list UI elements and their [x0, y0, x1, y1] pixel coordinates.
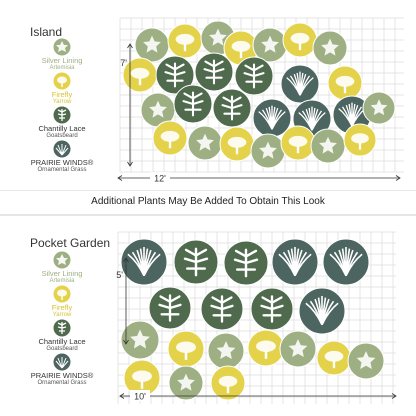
yarrow-plant: [152, 120, 188, 156]
goatsbeard-plant: [212, 88, 252, 128]
pocket-garden-title: Pocket Garden: [30, 236, 111, 250]
yarrow-plant: [167, 23, 203, 59]
legend-name-goatsbeard: Chantilly Lace: [38, 124, 86, 133]
artemisia-plant: [120, 320, 160, 360]
yarrow-icon: [53, 72, 71, 90]
yarrow-plant: [167, 330, 205, 368]
artemisia-icon: [53, 38, 71, 56]
yarrow-icon: [53, 285, 71, 303]
legend-item-artemisia: Silver Lining Artemisia: [8, 251, 116, 285]
artemisia-plant: [312, 30, 348, 66]
yarrow-plant: [223, 30, 259, 66]
artemisia-plant: [207, 332, 245, 370]
goatsbeard-plant: [223, 240, 269, 286]
pocket-garden-panel: 5' 10' Pocket Garden Silver Lining Artemi…: [0, 218, 416, 416]
legend-item-yarrow: Firefly Yarrow: [8, 285, 116, 319]
legend-name-yarrow: Firefly: [51, 90, 73, 99]
artemisia-icon: [53, 251, 71, 269]
island-planting-plan: 7' 12': [117, 17, 404, 184]
dimension-arrows: 5' 10': [116, 257, 397, 402]
legend-sub-goatsbeard: Goatsbeard: [46, 346, 78, 352]
yarrow-plant: [327, 65, 363, 101]
goatsbeard-plant: [155, 55, 195, 95]
grass-icon: [53, 140, 71, 158]
legend-name-artemisia: Silver Lining: [41, 56, 83, 65]
grass-plant: [322, 238, 370, 286]
grass-plant: [280, 64, 320, 104]
legend-item-yarrow: Firefly Yarrow: [8, 72, 116, 106]
island-panel: 7' 12' Island Silver Lining Artemisia Fir…: [0, 0, 416, 190]
width-dimension-label: 12': [154, 174, 166, 184]
grass-plant: [252, 98, 292, 138]
artemisia-plant: [250, 133, 286, 169]
height-dimension-label: 7': [120, 58, 127, 68]
artemisia-plant: [347, 342, 385, 380]
goatsbeard-plant: [173, 239, 219, 285]
artemisia-plant: [187, 125, 223, 161]
plant-circles: [120, 238, 385, 401]
yarrow-plant: [343, 123, 377, 157]
legend-sub-artemisia: Artemisia: [49, 65, 75, 71]
island-title: Island: [30, 25, 63, 39]
goatsbeard-plant: [194, 52, 234, 92]
artemisia-plant: [279, 330, 317, 368]
artemisia-plant: [362, 91, 396, 125]
legend-sub-grass: Ornamental Grass: [37, 167, 87, 173]
goatsbeard-plant: [234, 56, 274, 96]
grass-icon: [53, 353, 71, 371]
legend-item-goatsbeard: Chantilly Lace Goatsbeard: [8, 319, 116, 353]
legend-item-goatsbeard: Chantilly Lace Goatsbeard: [8, 106, 116, 140]
legend-sub-artemisia: Artemisia: [49, 278, 75, 284]
goatsbeard-plant: [148, 286, 192, 330]
artemisia-plant: [134, 27, 170, 63]
legend-sub-yarrow: Yarrow: [52, 312, 72, 318]
artemisia-plant: [310, 128, 346, 164]
yarrow-plant: [122, 57, 158, 93]
legend-name-yarrow: Firefly: [51, 303, 73, 312]
yarrow-plant: [316, 340, 352, 376]
legend-name-goatsbeard: Chantilly Lace: [38, 337, 86, 346]
goatsbeard-plant: [200, 287, 244, 331]
height-dimension-label: 5': [116, 270, 123, 280]
goatsbeard-plant: [173, 84, 213, 124]
yarrow-plant: [247, 329, 285, 367]
section-divider-bottom: [0, 214, 416, 216]
legend-name-artemisia: Silver Lining: [41, 269, 83, 278]
goatsbeard-icon: [53, 319, 71, 337]
legend-item-grass: PRAIRIE WINDS® Ornamental Grass: [8, 353, 116, 387]
grass-plant: [298, 287, 346, 335]
legend-name-grass: PRAIRIE WINDS®: [30, 371, 94, 380]
yarrow-plant: [210, 365, 246, 401]
legend-sub-yarrow: Yarrow: [52, 99, 72, 105]
yarrow-plant: [282, 22, 318, 58]
yarrow-plant: [219, 126, 255, 162]
dimension-arrows: 7' 12': [117, 43, 401, 184]
pocket-garden-planting-plan: 5' 10': [116, 231, 397, 404]
artemisia-plant: [252, 27, 288, 63]
additional-plants-note: Additional Plants May Be Added To Obtain…: [91, 196, 325, 207]
width-dimension-label: 10': [134, 392, 146, 402]
legend-item-artemisia: Silver Lining Artemisia: [8, 38, 116, 72]
grass-plant: [120, 238, 168, 286]
goatsbeard-icon: [53, 106, 71, 124]
artemisia-plant: [168, 365, 204, 401]
legend-item-grass: PRAIRIE WINDS® Ornamental Grass: [8, 140, 116, 174]
yarrow-plant: [280, 125, 316, 161]
section-divider-top: [0, 189, 416, 191]
goatsbeard-plant: [250, 287, 294, 331]
grass-plant: [271, 238, 319, 286]
legend-name-grass: PRAIRIE WINDS®: [30, 158, 94, 167]
legend-sub-goatsbeard: Goatsbeard: [46, 133, 78, 139]
legend-sub-grass: Ornamental Grass: [37, 380, 87, 386]
plant-circles: [122, 20, 396, 169]
